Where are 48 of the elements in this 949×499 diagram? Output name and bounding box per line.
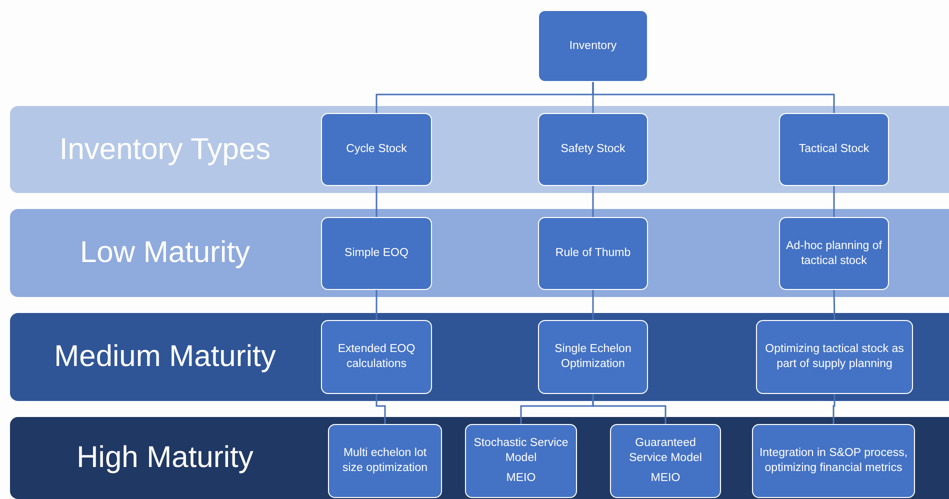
box-label: Inventory bbox=[569, 38, 617, 54]
box-label: Stochastic Service Model bbox=[472, 436, 570, 466]
band-heading: Medium Maturity bbox=[54, 340, 276, 374]
connector-line bbox=[592, 82, 835, 113]
box-label: Ad-hoc planning of tactical stock bbox=[785, 238, 883, 268]
process-box bbox=[538, 320, 648, 394]
connector-line bbox=[592, 394, 666, 424]
connector-line bbox=[832, 394, 836, 424]
process-box bbox=[610, 424, 721, 498]
connector-line bbox=[376, 186, 378, 217]
box-label: Single Echelon Optimization bbox=[554, 342, 632, 372]
box-label: Extended EOQ calculations bbox=[336, 342, 416, 372]
maturity-band bbox=[10, 209, 949, 297]
process-box bbox=[538, 217, 648, 290]
box-sublabel: MEIO bbox=[650, 471, 680, 486]
box-label: Cycle Stock bbox=[346, 142, 407, 157]
box-label: Simple EOQ bbox=[344, 246, 408, 261]
process-box bbox=[328, 424, 442, 498]
connector-line bbox=[376, 394, 386, 424]
process-box bbox=[779, 217, 889, 290]
box-label: Multi echelon lot size optimization bbox=[341, 446, 428, 476]
maturity-band bbox=[10, 106, 949, 193]
maturity-band bbox=[10, 417, 949, 499]
box-sublabel: MEIO bbox=[506, 471, 536, 486]
process-box bbox=[321, 217, 432, 290]
box-label: Safety Stock bbox=[560, 142, 626, 157]
connector-line bbox=[833, 290, 836, 320]
box-label: Tactical Stock bbox=[798, 142, 870, 157]
band-heading: Low Maturity bbox=[80, 236, 250, 270]
box-label: Guaranteed Service Model bbox=[628, 436, 703, 466]
maturity-band bbox=[10, 313, 949, 401]
process-box bbox=[321, 113, 432, 186]
process-box bbox=[321, 320, 432, 394]
box-label: Optimizing tactical stock as part of supply planning bbox=[764, 342, 905, 372]
box-label: Rule of Thumb bbox=[555, 246, 631, 261]
connector-line bbox=[592, 290, 594, 320]
band-heading: Inventory Types bbox=[59, 132, 271, 166]
process-box bbox=[465, 424, 577, 498]
process-box bbox=[538, 113, 648, 186]
process-box bbox=[756, 320, 913, 394]
process-box bbox=[779, 113, 889, 186]
connector-line bbox=[376, 290, 378, 320]
connector-line bbox=[592, 186, 594, 217]
connector-line bbox=[833, 186, 835, 217]
box-label: Integration in S&OP process, optimizing financial metrics bbox=[758, 446, 909, 476]
process-box bbox=[752, 424, 915, 498]
band-heading: High Maturity bbox=[76, 441, 254, 475]
process-box bbox=[538, 10, 648, 82]
